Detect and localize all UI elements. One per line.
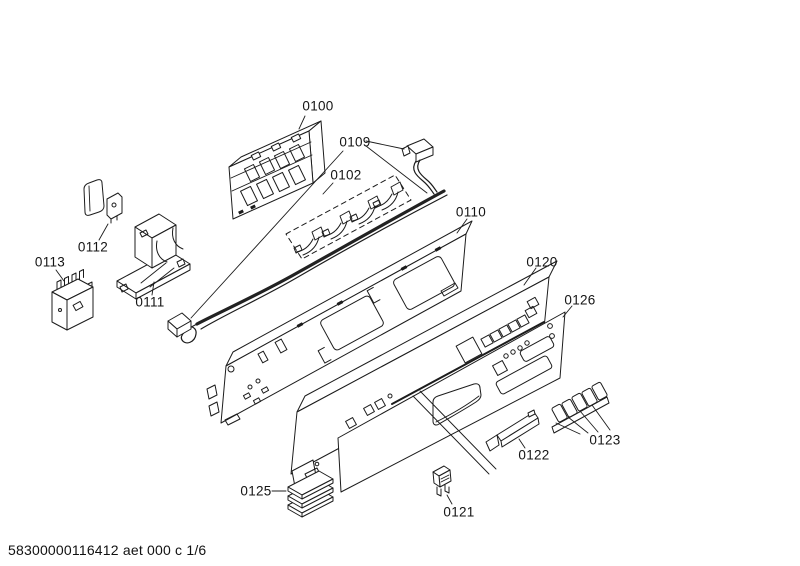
part-0121-button	[432, 465, 452, 497]
leader-lines	[55, 115, 611, 505]
leader-0111	[151, 281, 155, 296]
part-0102-switch-contacts	[285, 174, 412, 260]
leader-0102	[322, 182, 334, 195]
part-label-0109: 0109	[339, 134, 371, 150]
part-label-0110: 0110	[455, 204, 487, 220]
document-number: 58300000116412 aet 000 c 1/6	[8, 542, 207, 558]
part-label-0122: 0122	[518, 447, 550, 463]
leader-0109-band	[365, 145, 428, 194]
construction-lines	[412, 390, 497, 475]
harness-band	[195, 189, 446, 326]
part-label-0126: 0126	[564, 292, 596, 308]
handle-window-cutout	[432, 383, 482, 426]
leader-0113	[55, 269, 65, 282]
leader-0123-c	[579, 410, 599, 433]
part-label-0113: 0113	[34, 254, 66, 270]
part-label-0100: 0100	[302, 98, 334, 114]
part-label-0102: 0102	[330, 167, 362, 183]
leader-0123-d	[591, 404, 611, 431]
leader-0121	[446, 494, 453, 505]
part-0112-cover	[83, 179, 123, 224]
leader-0109-plug	[365, 140, 405, 150]
part-0122-trim-strip	[485, 409, 540, 452]
part-0111-bracket	[116, 213, 191, 300]
part-0110-support-frame	[206, 220, 473, 426]
leader-0126	[562, 305, 573, 318]
leader-0122	[518, 438, 526, 449]
part-label-0123: 0123	[589, 432, 621, 448]
dashed-boundary	[285, 174, 412, 260]
leader-0120	[523, 267, 537, 286]
part-label-0121: 0121	[443, 504, 475, 520]
part-0113-switch	[51, 269, 94, 331]
part-0100-control-module	[228, 120, 326, 220]
part-label-0125: 0125	[240, 483, 272, 499]
part-label-0120: 0120	[526, 254, 558, 270]
part-0125-sheet-stack	[287, 470, 334, 518]
leader-0109-end	[190, 150, 344, 319]
leader-0110	[456, 218, 468, 234]
part-0109-cable-harness	[167, 138, 448, 344]
leader-0123-b	[567, 416, 589, 434]
leader-0112	[98, 223, 109, 241]
leader-0123-a	[555, 422, 581, 435]
part-0126-front-panel	[337, 311, 566, 493]
part-label-0111: 0111	[135, 294, 165, 310]
part-label-0112: 0112	[77, 239, 109, 255]
leader-0100	[298, 115, 306, 130]
part-0123-button-block	[551, 381, 610, 434]
